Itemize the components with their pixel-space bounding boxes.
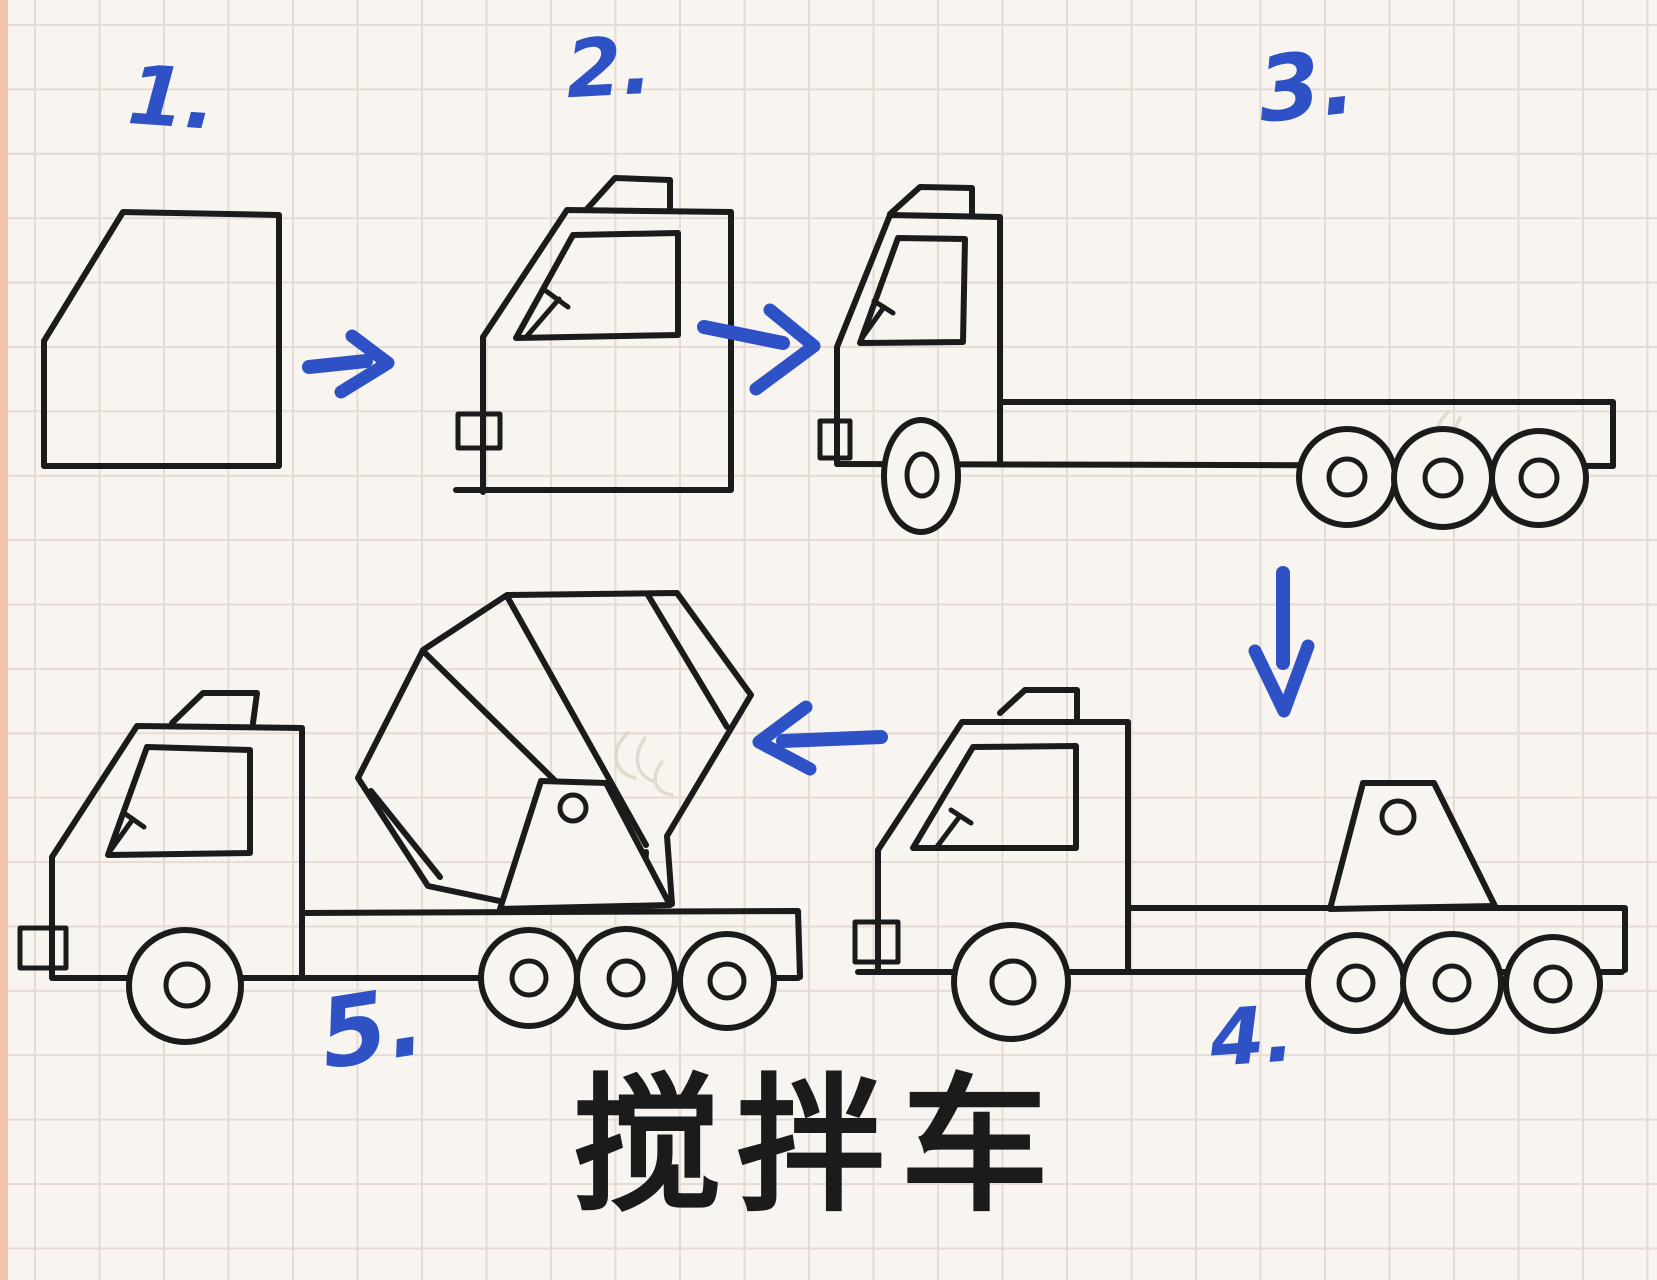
step-1-figure xyxy=(41,209,282,469)
mount-bracket xyxy=(1327,780,1498,912)
drum-band-line xyxy=(505,595,649,848)
mount-pivot-hole xyxy=(1379,798,1417,836)
drum-rim-line xyxy=(368,788,443,880)
step-5-label: 5. xyxy=(311,964,432,1092)
wiper-mark xyxy=(933,807,974,851)
step-2-figure xyxy=(453,175,734,495)
exhaust-stack xyxy=(169,690,260,726)
chassis-bed xyxy=(1125,905,1628,973)
mixer-drum xyxy=(355,590,754,907)
arrow-down-icon xyxy=(1248,566,1315,718)
exhaust-stack xyxy=(584,175,673,214)
step-3-figure xyxy=(817,184,1616,535)
step-5-figure xyxy=(17,590,803,1045)
rear-wheel-hub xyxy=(1422,457,1464,499)
rear-wheel-hub xyxy=(606,958,646,998)
rear-wheel-hub xyxy=(1432,963,1472,1003)
rear-wheel xyxy=(677,931,777,1031)
rear-wheel-hub xyxy=(509,958,549,998)
rear-wheel xyxy=(1305,932,1407,1034)
arrow-right-icon xyxy=(302,329,395,399)
exhaust-stack xyxy=(887,184,975,217)
exhaust-stack xyxy=(997,687,1080,724)
cab-window xyxy=(857,235,968,346)
front-wheel-hub xyxy=(163,961,211,1009)
cab-outline xyxy=(49,723,305,981)
page-title: 搅拌车 xyxy=(572,1060,1065,1232)
notebook-margin-stripe xyxy=(0,0,8,1280)
cab-window xyxy=(513,230,681,341)
front-wheel xyxy=(126,927,244,1045)
rear-wheel xyxy=(1391,426,1495,530)
rear-wheel xyxy=(574,926,678,1030)
rear-wheel xyxy=(478,927,580,1029)
fuel-tank xyxy=(455,411,503,451)
cab-window xyxy=(910,743,1079,851)
chassis-bed xyxy=(997,399,1616,469)
drum-band-line xyxy=(645,592,730,730)
step-2-label: 2. xyxy=(563,18,655,117)
rear-wheel-hub xyxy=(1336,963,1376,1003)
step-3-label: 3. xyxy=(1252,29,1360,144)
fuel-tank xyxy=(852,919,901,965)
step-4-figure xyxy=(852,687,1628,1042)
wiper-mark xyxy=(107,810,147,854)
step-1-label: 1. xyxy=(124,48,220,149)
front-wheel xyxy=(881,417,961,535)
fuel-tank xyxy=(17,925,69,971)
arrow-left-icon xyxy=(752,700,888,776)
chassis-bed xyxy=(299,908,803,980)
rear-wheel xyxy=(1503,934,1603,1034)
front-wheel xyxy=(951,922,1071,1042)
cab-outline xyxy=(875,719,1131,975)
mount-pivot-hole xyxy=(557,792,589,824)
fuel-tank xyxy=(817,418,853,461)
mount-bracket xyxy=(497,778,673,912)
arrow-right-icon xyxy=(697,303,821,396)
step-4-label: 4. xyxy=(1206,989,1297,1085)
cab-outline xyxy=(453,207,734,495)
rear-wheel xyxy=(1400,931,1504,1035)
wiper-mark xyxy=(859,298,896,341)
rear-wheel-hub xyxy=(1518,457,1560,499)
wiper-mark xyxy=(524,288,571,339)
cab-outline xyxy=(41,209,282,469)
rear-wheel xyxy=(1489,428,1589,528)
front-wheel-hub xyxy=(989,958,1037,1006)
cab-window xyxy=(105,744,253,858)
watermark-sketch xyxy=(614,731,674,797)
front-wheel-hub xyxy=(904,451,940,499)
flow-arrows xyxy=(302,303,1315,776)
rear-wheel xyxy=(1296,426,1398,528)
rear-wheel-hub xyxy=(1533,964,1573,1004)
rear-wheel-hub xyxy=(1326,456,1368,498)
rear-wheel-hub xyxy=(707,961,747,1001)
